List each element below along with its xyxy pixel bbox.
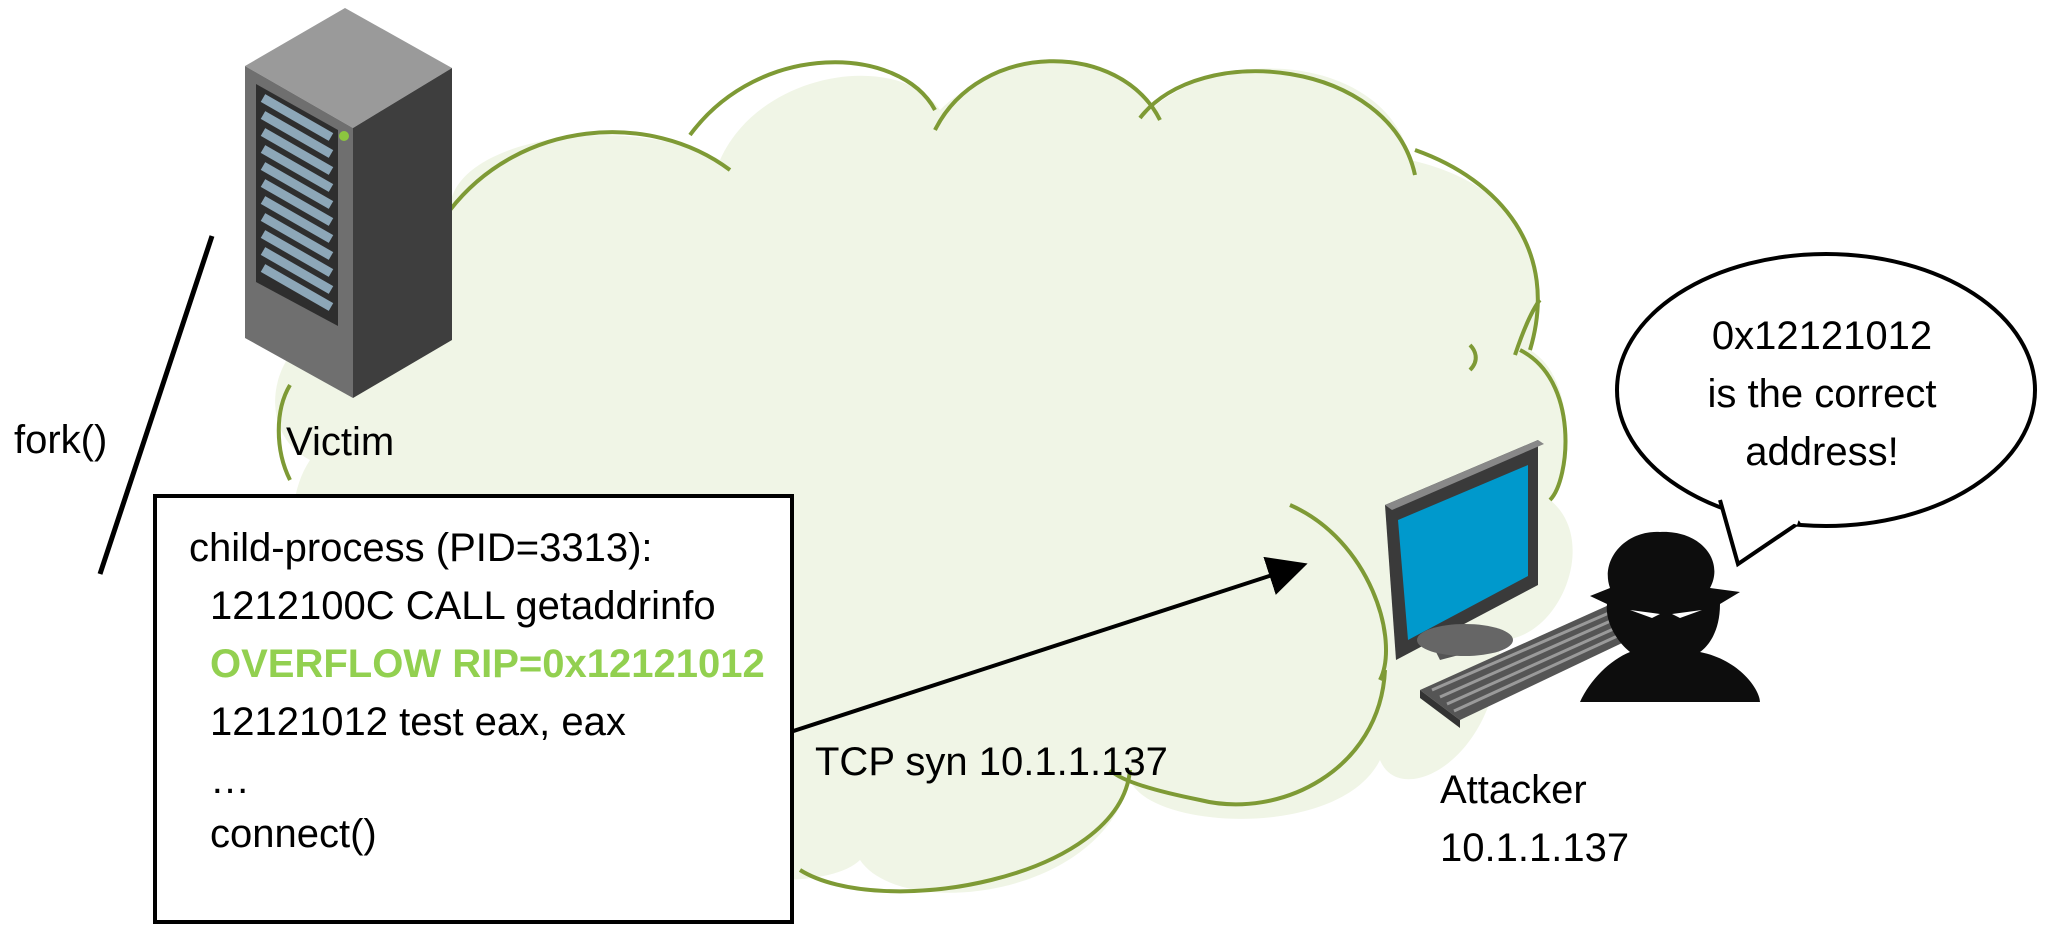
server-icon [245, 8, 452, 398]
fork-label: fork() [14, 418, 108, 462]
code-line-ellipsis: … [210, 758, 250, 802]
fork-line [97, 235, 215, 575]
speech-bubble [1615, 252, 2037, 568]
packet-label: TCP syn 10.1.1.137 [815, 740, 1168, 784]
process-header: child-process (PID=3313): [189, 526, 653, 570]
code-line-call: 1212100C CALL getaddrinfo [210, 584, 716, 628]
attacker-label: Attacker [1440, 768, 1587, 812]
code-line-test: 12121012 test eax, eax [210, 700, 626, 744]
code-line-connect: connect() [210, 812, 377, 856]
monitor-icon [1385, 440, 1544, 660]
keyboard-icon [1420, 600, 1660, 728]
attacker-ip: 10.1.1.137 [1440, 826, 1630, 870]
bubble-line-3: address! [1745, 430, 1899, 474]
code-line-overflow: OVERFLOW RIP=0x12121012 [210, 642, 765, 686]
child-process-box: child-process (PID=3313): 1212100C CALL … [153, 494, 794, 924]
victim-label: Victim [286, 420, 395, 464]
hacker-icon [1580, 531, 1760, 702]
bubble-line-2: is the correct [1707, 372, 1937, 416]
bubble-line-1: 0x12121012 [1711, 314, 1933, 358]
